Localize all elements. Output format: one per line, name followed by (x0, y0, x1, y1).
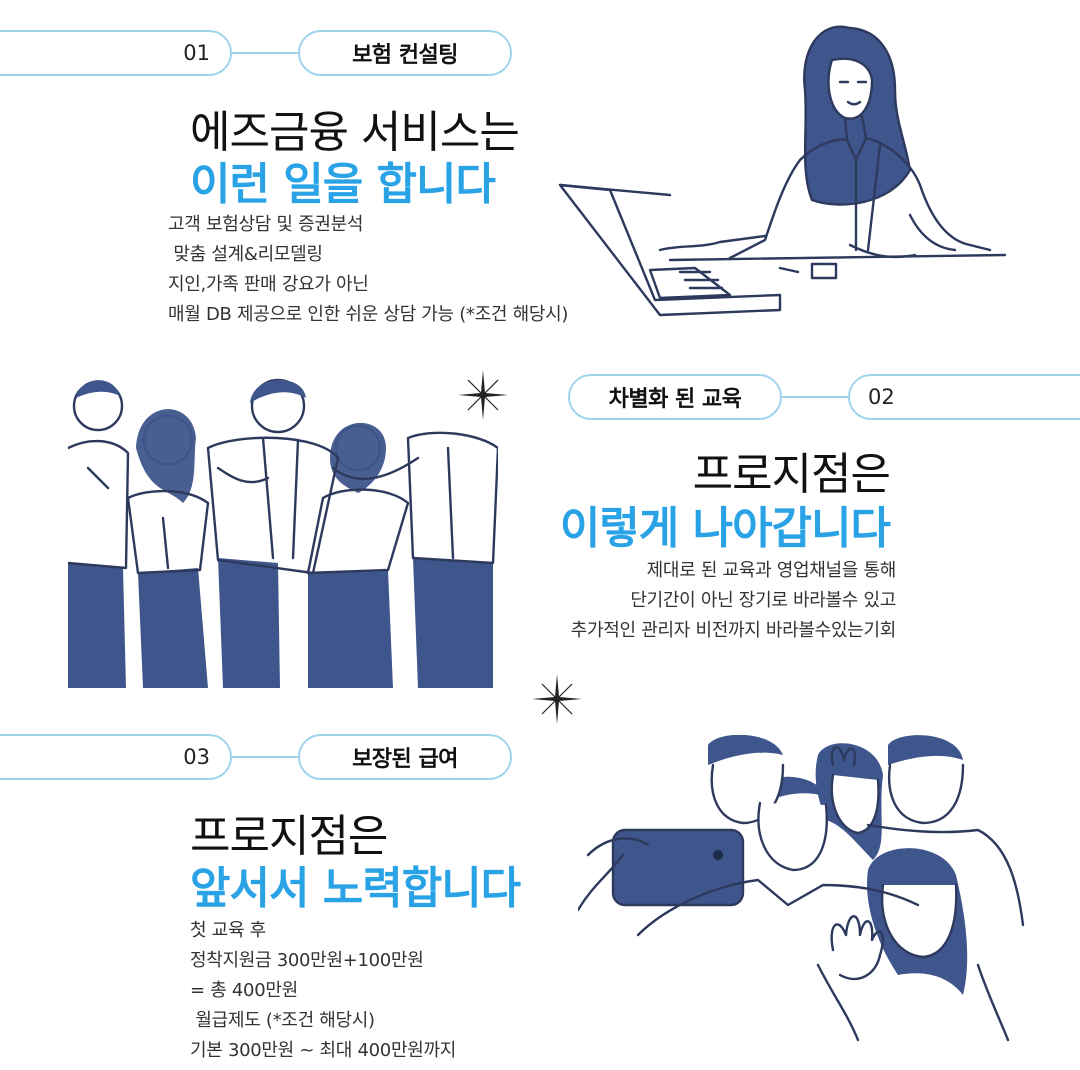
section-3-number: 03 (183, 745, 210, 769)
section-1-number-pill: 01 (0, 30, 232, 76)
group-of-friends-illustration (68, 378, 498, 688)
section-3-line-mid (232, 756, 300, 758)
section-3-body-line: 정착지원금 300만원+100만원 (190, 950, 424, 971)
section-1-heading-line2: 이런 일을 합니다 (190, 159, 496, 210)
section-3-tag-pill: 보장된 급여 (298, 734, 512, 780)
section-2-body-line: 추가적인 관리자 비전까지 바라볼수있는기회 (570, 620, 897, 641)
section-3-body-line: 기본 300만원 ~ 최대 400만원까지 (190, 1040, 456, 1061)
sparkle-icon (458, 370, 508, 420)
section-3-heading-line2: 앞서서 노력합니다 (190, 863, 521, 914)
section-2-body: 제대로 된 교육과 영업채널을 통해 단기간이 아닌 장기로 바라볼수 있고 추… (570, 556, 897, 646)
section-1-body-line: 지인,가족 판매 강요가 아닌 (168, 274, 369, 295)
section-1-line-mid (232, 52, 300, 54)
woman-at-laptop-illustration (558, 25, 1007, 317)
section-1-body: 고객 보험상담 및 증권분석 맞춤 설계&리모델링 지인,가족 판매 강요가 아… (168, 210, 568, 330)
group-selfie-illustration (578, 735, 1025, 1042)
section-1-tag-pill: 보험 컨설팅 (298, 30, 512, 76)
section-3-heading-line1: 프로지점은 (190, 811, 388, 862)
section-1-body-line: 매월 DB 제공으로 인한 쉬운 상담 가능 (*조건 해당시) (168, 304, 569, 325)
section-2-tag: 차별화 된 교육 (608, 387, 742, 412)
sparkle-icon (532, 674, 582, 724)
section-2-heading-line2: 이렇게 나아갑니다 (559, 503, 891, 554)
section-2-number: 02 (868, 385, 895, 409)
section-1-body-line: 고객 보험상담 및 증권분석 (168, 214, 364, 235)
section-3-body-line: = 총 400만원 (190, 980, 298, 1001)
section-1-body-line: 맞춤 설계&리모델링 (168, 244, 323, 265)
section-2-number-pill: 02 (848, 374, 1080, 420)
section-2-heading-line1: 프로지점은 (692, 449, 891, 500)
section-2-line-mid (782, 396, 850, 398)
section-3-number-pill: 03 (0, 734, 232, 780)
section-3-body-line: 첫 교육 후 (190, 920, 266, 941)
section-1-number: 01 (183, 41, 210, 65)
section-3-body: 첫 교육 후 정착지원금 300만원+100만원 = 총 400만원 월급제도 … (190, 916, 456, 1066)
section-1-heading-line1: 에즈금융 서비스는 (190, 107, 520, 158)
section-3-tag: 보장된 급여 (352, 747, 458, 772)
section-2-body-line: 단기간이 아닌 장기로 바라볼수 있고 (630, 590, 896, 611)
section-3-body-line: 월급제도 (*조건 해당시) (190, 1010, 375, 1031)
section-2-body-line: 제대로 된 교육과 영업채널을 통해 (646, 560, 897, 581)
section-2-tag-pill: 차별화 된 교육 (568, 374, 782, 420)
section-1-tag: 보험 컨설팅 (352, 43, 458, 68)
